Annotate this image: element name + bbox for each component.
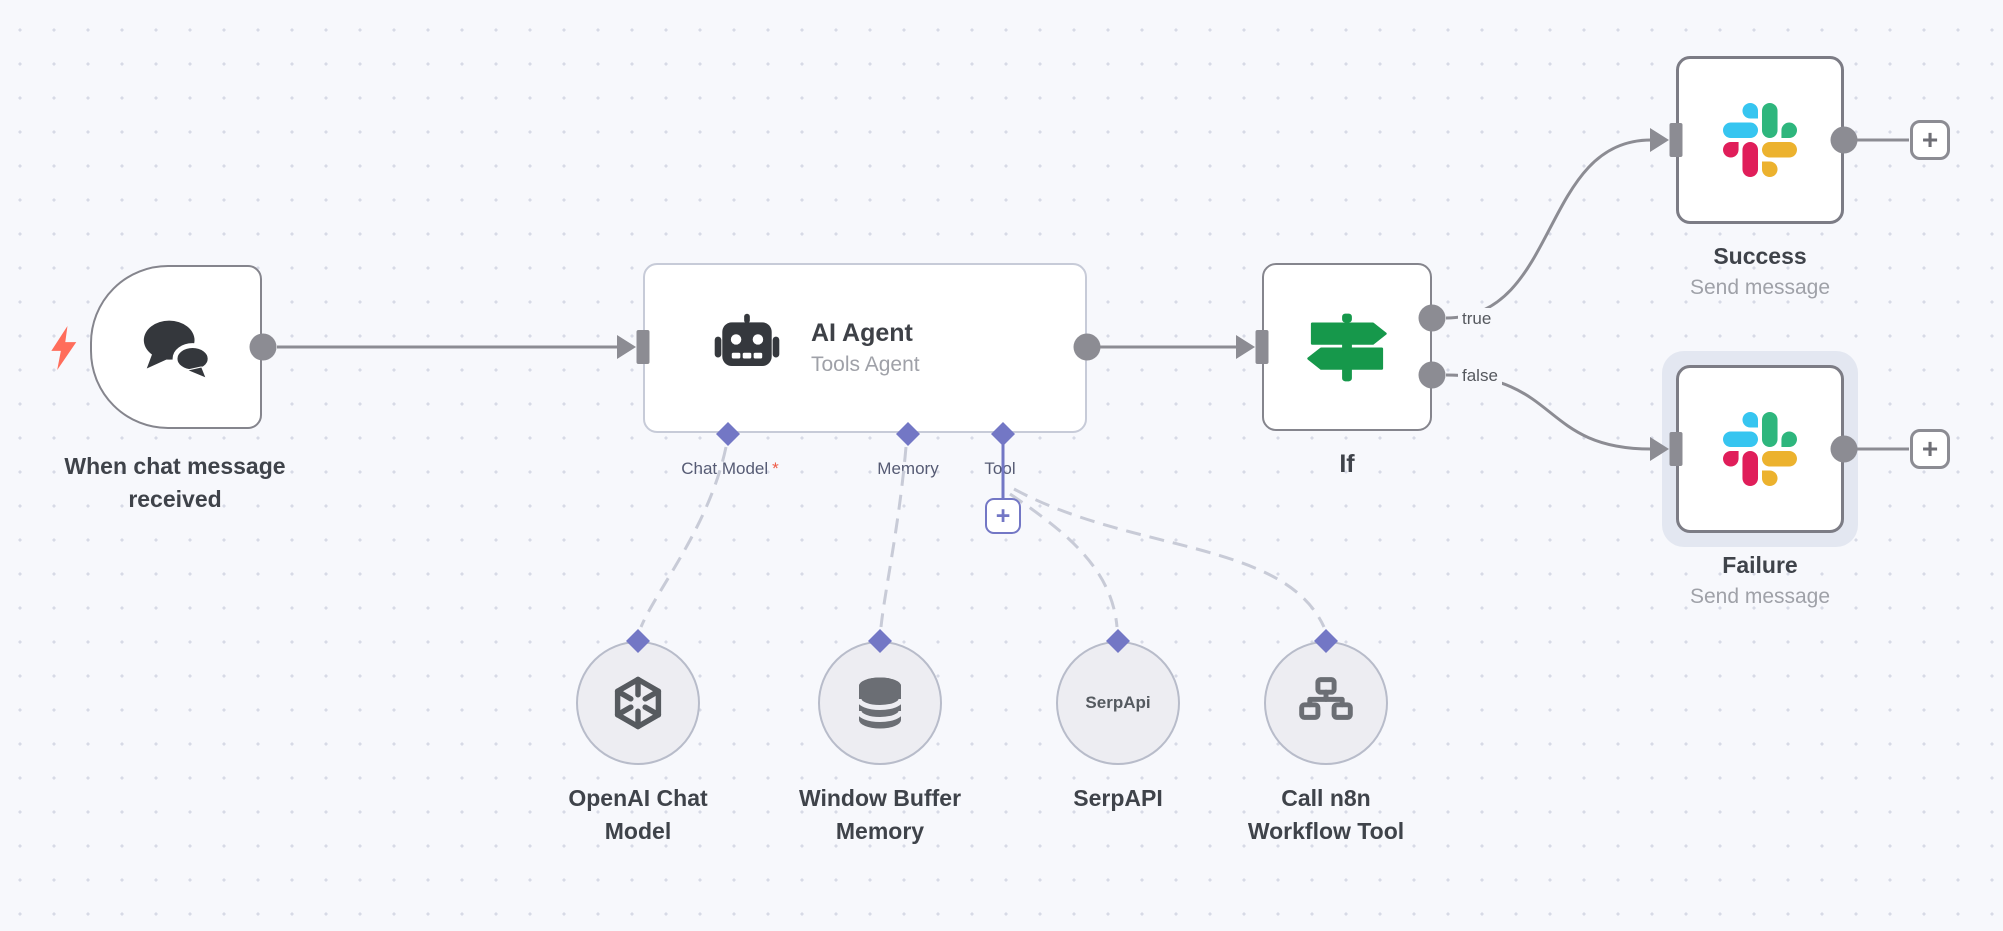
n8n-tool-node-label: Call n8n Workflow Tool [1247, 785, 1405, 844]
ai-agent-title: AI Agent [811, 318, 913, 347]
ai-agent-subtitle: Tools Agent [811, 352, 920, 376]
success-node-sublabel: Send message [1689, 276, 1831, 299]
signpost-icon [1306, 306, 1388, 388]
subnode-window-buffer-memory[interactable] [818, 641, 942, 765]
slack-icon [1723, 412, 1797, 486]
if-node-label: If [1339, 450, 1355, 478]
robot-icon [709, 310, 785, 386]
if-output-label-false: false [1458, 365, 1502, 386]
lightning-trigger-icon [47, 326, 85, 370]
slack-icon [1723, 103, 1797, 177]
node-ai-agent[interactable]: AI Agent Tools Agent [643, 263, 1087, 433]
port-label-tool: Tool [984, 459, 1016, 478]
success-node-label: Success [1713, 243, 1807, 269]
if-output-label-true: true [1458, 308, 1496, 329]
failure-node-label: Failure [1722, 552, 1798, 578]
trigger-node-label: When chat message received [64, 453, 286, 512]
chat-bubbles-icon [137, 312, 215, 382]
failure-node-sublabel: Send message [1689, 585, 1831, 608]
add-node-after-failure-button[interactable]: + [1910, 429, 1950, 469]
subnode-call-n8n-workflow-tool[interactable] [1264, 641, 1388, 765]
serpapi-node-label: SerpAPI [1073, 785, 1163, 811]
serpapi-logo-text: SerpApi [1085, 693, 1151, 712]
node-if[interactable] [1262, 263, 1432, 431]
add-tool-button[interactable]: + [985, 498, 1021, 534]
window-buffer-node-label: Window Buffer Memory [798, 785, 962, 844]
sitemap-icon [1299, 676, 1353, 730]
add-node-after-success-button[interactable]: + [1910, 120, 1950, 160]
required-asterisk: * [772, 459, 779, 478]
node-slack-success[interactable] [1676, 56, 1844, 224]
openai-icon [609, 674, 667, 732]
node-chat-trigger[interactable] [90, 265, 262, 429]
database-icon [854, 677, 906, 729]
openai-node-label: OpenAI Chat Model [568, 785, 708, 844]
